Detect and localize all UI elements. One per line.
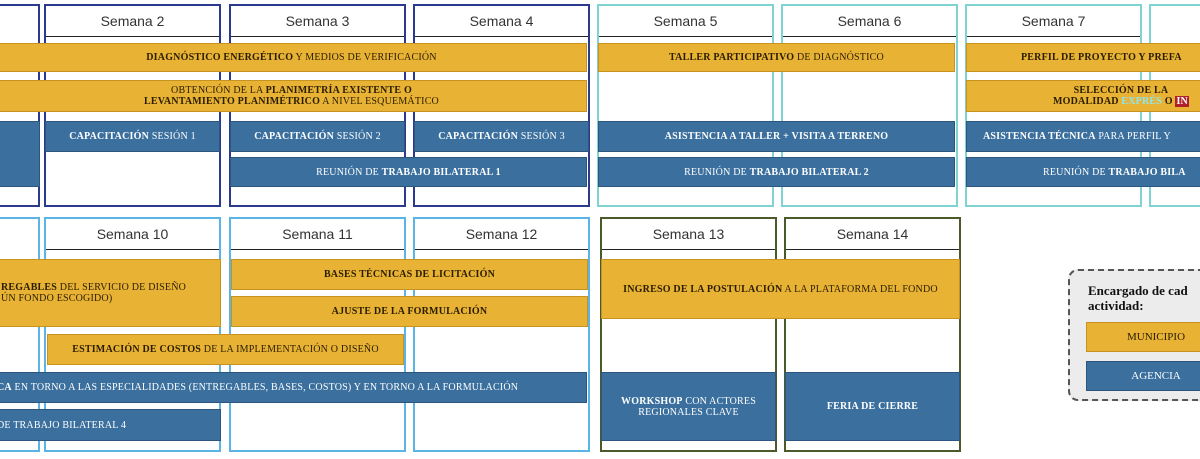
activity-bases-tecnicas: BASES TÉCNICAS DE LICITACIÓN <box>231 259 588 290</box>
week-header: Semana 3 <box>231 6 404 37</box>
activity-estimacion-costos: ESTIMACIÓN DE COSTOS DE LA IMPLEMENTACIÓ… <box>47 334 404 365</box>
week-header: Semana 12 <box>415 219 588 250</box>
week-header: Semana 13 <box>602 219 775 250</box>
activity-feria-cierre: FERIA DE CIERRE <box>785 372 960 441</box>
activity-asistencia-especialidades: CA EN TORNO A LAS ESPECIALIDADES (ENTREG… <box>0 372 587 403</box>
activity-seleccion-modalidad: SELECCIÓN DE LA MODALIDAD EXPRÉS O IN <box>966 80 1200 112</box>
activity-ajuste-formulacion: AJUSTE DE LA FORMULACIÓN <box>231 296 588 327</box>
activity-capacitacion-3: CAPACITACIÓN SESIÓN 3 <box>414 121 589 152</box>
week-header: Semana 14 <box>786 219 959 250</box>
activity-workshop: WORKSHOP CON ACTORES REGIONALES CLAVE <box>601 372 776 441</box>
activity-perfil-proyecto: PERFIL DE PROYECTO Y PREFA <box>966 43 1200 72</box>
week-header: Semana 11 <box>231 219 404 250</box>
week-column-12: Semana 12 <box>413 217 590 452</box>
week-header: Semana 6 <box>783 6 956 37</box>
week-header: Semana 2 <box>46 6 219 37</box>
week-header: Semana 5 <box>599 6 772 37</box>
activity-capacitacion-2: CAPACITACIÓN SESIÓN 2 <box>230 121 405 152</box>
week-header: Semana 4 <box>415 6 588 37</box>
legend-municipio: MUNICIPIO <box>1086 322 1200 352</box>
week-header: Semana 10 <box>46 219 219 250</box>
activity-left-edge-blue <box>0 121 40 187</box>
activity-reunion-bilateral-4: DE TRABAJO BILATERAL 4 <box>0 409 221 441</box>
activity-reunion-bilateral-1: REUNIÓN DE TRABAJO BILATERAL 1 <box>230 157 587 187</box>
activity-reunion-bilateral-2: REUNIÓN DE TRABAJO BILATERAL 2 <box>598 157 955 187</box>
activity-diagnostico: DIAGNÓSTICO ENERGÉTICO Y MEDIOS DE VERIF… <box>0 43 587 72</box>
activity-taller-participativo: TALLER PARTICIPATIVO DE DIAGNÓSTICO <box>598 43 955 72</box>
legend-agencia: AGENCIA <box>1086 361 1200 391</box>
activity-asistencia-perfil: ASISTENCIA TÉCNICA PARA PERFIL Y <box>966 121 1200 152</box>
activity-capacitacion-1: CAPACITACIÓN SESIÓN 1 <box>45 121 220 152</box>
activity-obtencion-planimetria: OBTENCIÓN DE LA PLANIMETRÍA EXISTENTE O … <box>0 80 587 112</box>
activity-asistencia-taller: ASISTENCIA A TALLER + VISITA A TERRENO <box>598 121 955 152</box>
activity-entregables: REGABLES DEL SERVICIO DE DISEÑO ÚN FONDO… <box>0 259 221 327</box>
activity-ingreso-postulacion: INGRESO DE LA POSTULACIÓN A LA PLATAFORM… <box>601 259 960 319</box>
activity-reunion-bilateral-3: REUNIÓN DE TRABAJO BILA <box>966 157 1200 187</box>
week-header: Semana 7 <box>967 6 1140 37</box>
